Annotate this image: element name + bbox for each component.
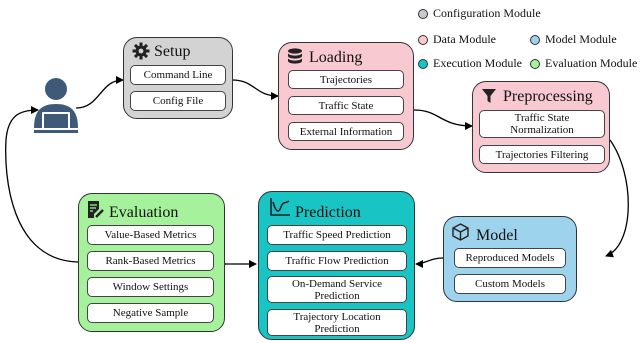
model-item-reproduced-models: Reproduced Models <box>454 248 566 268</box>
loading-title: Loading <box>309 49 363 66</box>
loading-module: Loading Trajectories Traffic State Exter… <box>278 42 414 150</box>
legend-swatch-execution <box>418 58 428 69</box>
legend-swatch-evaluation <box>530 58 540 69</box>
loading-item-trajectories: Trajectories <box>288 70 404 89</box>
legend-configuration: Configuration Module <box>418 6 541 21</box>
setup-module: Setup Command Line Config File <box>123 37 233 119</box>
filter-icon <box>482 89 496 103</box>
prediction-item-trajectory-location: Trajectory Location Prediction <box>267 309 407 336</box>
prediction-item-on-demand-service: On-Demand Service Prediction <box>267 276 407 303</box>
preprocessing-title: Preprocessing <box>503 88 593 105</box>
prediction-title: Prediction <box>295 204 361 221</box>
legend-evaluation: Evaluation Module <box>530 56 637 71</box>
arrow-preprocessing-to-model <box>605 139 629 258</box>
legend-data: Data Module <box>418 32 496 47</box>
legend-execution: Execution Module <box>418 56 522 71</box>
arrow-loading-to-preprocessing <box>413 109 473 130</box>
evaluation-item-value-based-metrics: Value-Based Metrics <box>87 225 214 245</box>
legend-label: Configuration Module <box>433 6 541 20</box>
model-title: Model <box>476 227 518 244</box>
prediction-item-traffic-flow: Traffic Flow Prediction <box>267 251 407 271</box>
evaluation-module: Evaluation Value-Based Metrics Rank-Base… <box>78 193 225 332</box>
loading-item-traffic-state: Traffic State <box>288 96 404 115</box>
setup-item-command-line: Command Line <box>130 65 226 85</box>
legend-label: Execution Module <box>433 56 522 70</box>
legend-swatch-configuration <box>418 8 428 19</box>
prediction-module: Prediction Traffic Speed Prediction Traf… <box>258 191 415 340</box>
preprocessing-item-trajectories-filtering: Trajectories Filtering <box>479 145 605 164</box>
arrow-model-to-prediction <box>415 257 444 268</box>
evaluation-item-rank-based-metrics: Rank-Based Metrics <box>87 251 214 271</box>
preprocessing-module: Preprocessing Traffic State Normalizatio… <box>472 81 610 173</box>
legend-label: Evaluation Module <box>545 56 638 70</box>
evaluation-item-window-settings: Window Settings <box>87 277 214 297</box>
cube-icon <box>452 223 469 241</box>
model-item-custom-models: Custom Models <box>454 274 566 294</box>
evaluation-title: Evaluation <box>109 204 179 221</box>
model-module: Model Reproduced Models Custom Models <box>443 216 577 302</box>
user-at-laptop-icon <box>34 78 78 133</box>
database-icon <box>288 48 302 64</box>
evaluation-item-negative-sample: Negative Sample <box>87 303 214 323</box>
arrow-user-to-setup <box>75 76 124 109</box>
line-chart-icon <box>270 198 290 216</box>
edit-document-icon <box>88 201 104 218</box>
arrow-evaluation-to-user <box>5 106 79 263</box>
arrow-setup-to-loading <box>231 79 279 100</box>
setup-title: Setup <box>154 43 191 60</box>
prediction-item-traffic-speed: Traffic Speed Prediction <box>267 225 407 245</box>
legend-label: Model Module <box>545 32 617 46</box>
gear-icon <box>132 42 150 60</box>
loading-item-external-information: External Information <box>288 122 404 141</box>
preprocessing-item-normalization: Traffic State Normalization <box>479 110 605 138</box>
legend-swatch-data <box>418 34 428 45</box>
legend-swatch-model <box>530 34 540 45</box>
legend-model: Model Module <box>530 32 617 47</box>
legend-label: Data Module <box>433 32 496 46</box>
setup-item-config-file: Config File <box>130 91 226 111</box>
